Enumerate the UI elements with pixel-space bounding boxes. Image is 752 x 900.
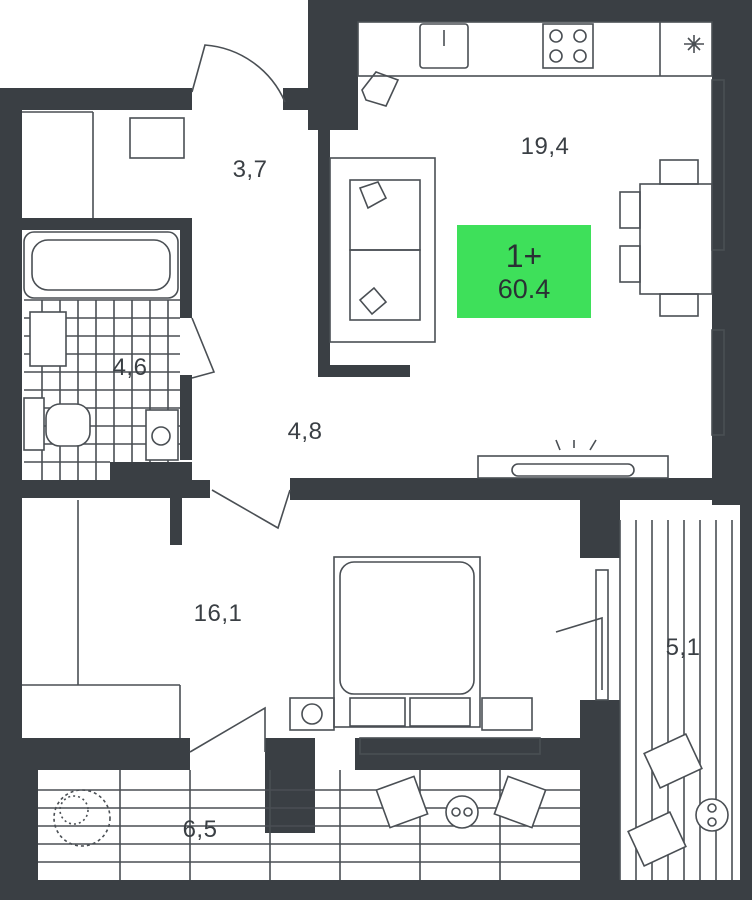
apartment-badge: 1+ 60.4 (457, 225, 591, 318)
room-area-balcony-right: 5,1 (665, 634, 701, 661)
apartment-type: 1+ (505, 237, 543, 274)
apartment-total-area: 60.4 (497, 273, 551, 304)
room-area-bathroom: 4,6 (112, 354, 148, 381)
room-area-bedroom: 16,1 (193, 600, 243, 627)
room-area-living-kitchen: 19,4 (520, 133, 570, 160)
room-area-entry-closet: 3,7 (232, 156, 268, 183)
furniture-lines (22, 21, 733, 880)
room-area-hallway: 4,8 (287, 418, 323, 445)
room-area-balcony-bottom: 6,5 (182, 816, 218, 843)
